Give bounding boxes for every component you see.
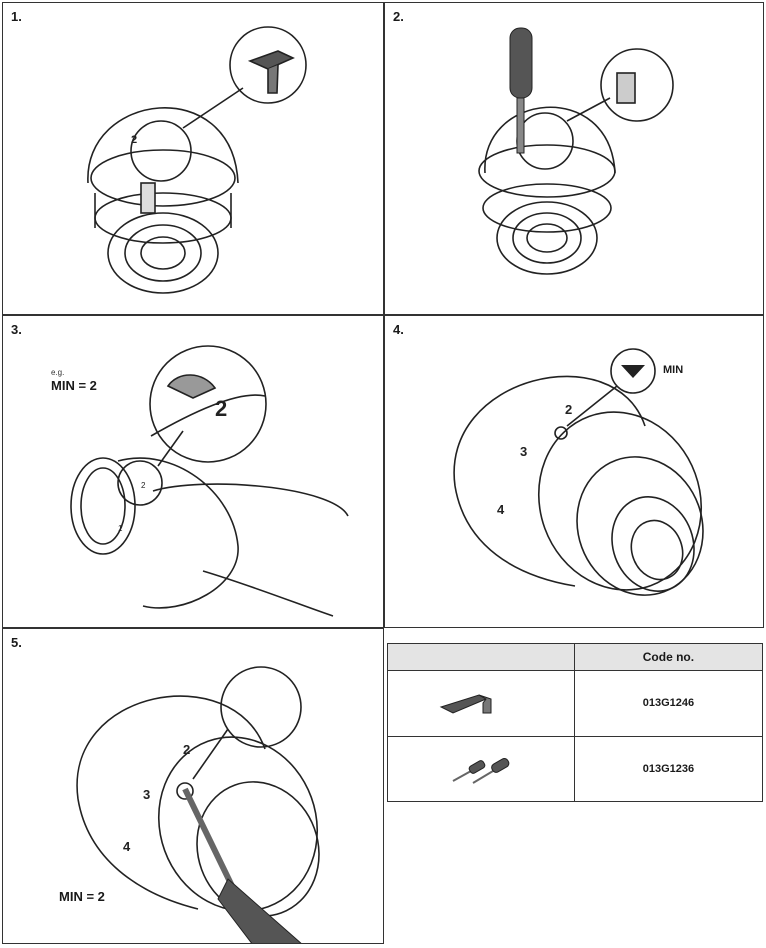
min-label: MIN (663, 364, 684, 376)
dial-mark: 2 (565, 402, 572, 417)
dial-mark: 2 (131, 134, 137, 146)
min-setting-label: MIN = 2 (59, 889, 105, 904)
step-3-panel: 3. e.g. MIN = 2 2 2 1 (2, 315, 384, 628)
dial-mark: 1 (118, 524, 123, 533)
hand-adjusting-head-illustration: 2 2 1 (70, 345, 349, 617)
screwdriver-icon (509, 27, 533, 154)
table-row: 013G1236 (387, 735, 764, 802)
step-number: 5. (11, 635, 22, 650)
screwdriver-icon (182, 787, 302, 943)
table-header-item (387, 643, 575, 671)
limit-stop-clip-icon (387, 670, 575, 737)
thermostat-head-illustration: 2 (87, 26, 307, 294)
dial-digit-zoom: 2 (215, 396, 227, 421)
step-number: 1. (11, 9, 22, 24)
dial-mark: 4 (123, 839, 131, 854)
example-note: e.g. (51, 368, 65, 377)
dial-mark: 2 (183, 742, 190, 757)
step-5-panel: 5. MIN = 2 2 3 4 (2, 628, 384, 944)
step-number: 3. (11, 322, 22, 337)
dial-mark: 3 (520, 444, 527, 459)
step-1-panel: 1. 2 (2, 2, 384, 315)
code-number: 013G1236 (573, 735, 764, 802)
table-header-code: Code no. (573, 643, 764, 671)
step-4-panel: 4. MIN 2 3 4 (384, 315, 764, 628)
insert-limit-clip-illustration: 2 3 4 (76, 666, 320, 943)
step-number: 2. (393, 9, 404, 24)
dial-mark: 2 (141, 481, 146, 490)
min-triangle-icon (621, 365, 645, 378)
min-setting-illustration: 2 3 4 (453, 348, 704, 596)
parts-table: Code no. 013G1246 013G1236 (387, 643, 764, 802)
screwdrivers-icon (387, 735, 575, 802)
dial-mark: 3 (143, 787, 150, 802)
dial-mark: 4 (497, 502, 505, 517)
code-number: 013G1246 (573, 670, 764, 737)
step-number: 4. (393, 322, 404, 337)
step-2-panel: 2. (384, 2, 764, 315)
screwdriver-removal-illustration (478, 27, 674, 275)
table-row: 013G1246 (387, 670, 764, 737)
min-setting-label: MIN = 2 (51, 378, 97, 393)
